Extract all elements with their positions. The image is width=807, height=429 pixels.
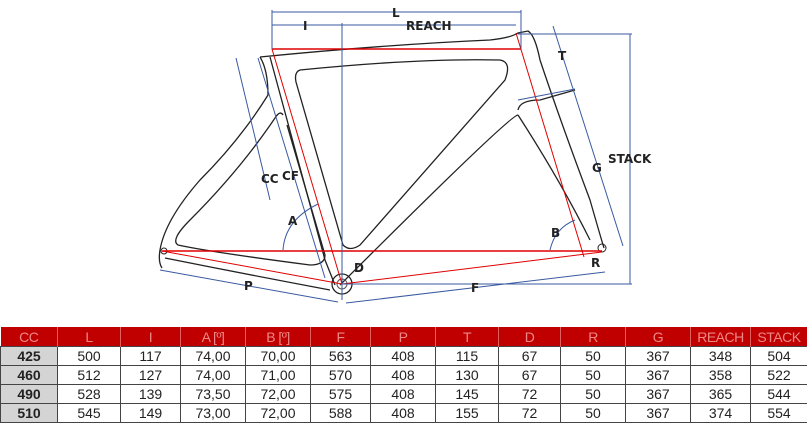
column-header: STACK [750, 327, 807, 347]
value-cell: 408 [370, 346, 436, 366]
value-cell: 367 [625, 365, 691, 385]
value-cell: 500 [57, 346, 121, 366]
value-cell: 575 [310, 384, 371, 404]
value-cell: 50 [560, 403, 626, 423]
size-cell: 425 [0, 346, 58, 366]
value-cell: 365 [690, 384, 751, 404]
value-cell: 374 [690, 403, 751, 423]
column-header: A [º] [180, 327, 246, 347]
value-cell: 145 [435, 384, 499, 404]
value-cell: 570 [310, 365, 371, 385]
value-cell: 408 [370, 403, 436, 423]
column-header: B [º] [245, 327, 311, 347]
value-cell: 50 [560, 384, 626, 404]
value-cell: 155 [435, 403, 499, 423]
column-header: F [310, 327, 371, 347]
value-cell: 67 [498, 365, 561, 385]
value-cell: 130 [435, 365, 499, 385]
value-cell: 127 [120, 365, 181, 385]
label-REACH: REACH [406, 19, 452, 33]
value-cell: 72,00 [245, 403, 311, 423]
label-D: D [354, 261, 364, 275]
column-header: G [625, 327, 691, 347]
value-cell: 50 [560, 365, 626, 385]
label-L: L [392, 6, 400, 20]
value-cell: 67 [498, 346, 561, 366]
value-cell: 522 [750, 365, 807, 385]
label-A: A [288, 214, 298, 228]
geometry-red-lines [161, 32, 603, 285]
value-cell: 367 [625, 346, 691, 366]
value-cell: 115 [435, 346, 499, 366]
value-cell: 512 [57, 365, 121, 385]
frame-geometry-diagram: L I REACH T STACK G CC CF A B D R P F [158, 6, 652, 304]
value-cell: 408 [370, 384, 436, 404]
column-header: D [498, 327, 561, 347]
value-cell: 71,00 [245, 365, 311, 385]
label-CF: CF [282, 169, 299, 183]
value-cell: 139 [120, 384, 181, 404]
column-header: P [370, 327, 436, 347]
label-T: T [558, 49, 567, 63]
value-cell: 504 [750, 346, 807, 366]
column-header: REACH [690, 327, 751, 347]
column-header: CC [0, 327, 58, 347]
value-cell: 74,00 [180, 365, 246, 385]
label-CC: CC [261, 172, 279, 186]
value-cell: 588 [310, 403, 371, 423]
dimension-lines [159, 10, 632, 304]
value-cell: 73,50 [180, 384, 246, 404]
value-cell: 70,00 [245, 346, 311, 366]
label-I: I [303, 19, 307, 33]
column-header: I [120, 327, 181, 347]
label-B: B [551, 226, 560, 240]
label-R: R [591, 256, 600, 270]
label-F: F [471, 281, 479, 295]
value-cell: 563 [310, 346, 371, 366]
value-cell: 358 [690, 365, 751, 385]
value-cell: 50 [560, 346, 626, 366]
value-cell: 408 [370, 365, 436, 385]
value-cell: 367 [625, 384, 691, 404]
value-cell: 367 [625, 403, 691, 423]
value-cell: 554 [750, 403, 807, 423]
size-cell: 510 [0, 403, 58, 423]
column-header: R [560, 327, 626, 347]
column-header: L [57, 327, 121, 347]
value-cell: 348 [690, 346, 751, 366]
value-cell: 72 [498, 403, 561, 423]
label-STACK: STACK [608, 152, 652, 166]
column-header: T [435, 327, 499, 347]
value-cell: 73,00 [180, 403, 246, 423]
label-G: G [592, 161, 602, 175]
value-cell: 544 [750, 384, 807, 404]
value-cell: 528 [57, 384, 121, 404]
value-cell: 72 [498, 384, 561, 404]
size-cell: 460 [0, 365, 58, 385]
value-cell: 149 [120, 403, 181, 423]
value-cell: 117 [120, 346, 181, 366]
size-cell: 490 [0, 384, 58, 404]
label-P: P [244, 279, 253, 293]
value-cell: 74,00 [180, 346, 246, 366]
value-cell: 545 [57, 403, 121, 423]
value-cell: 72,00 [245, 384, 311, 404]
